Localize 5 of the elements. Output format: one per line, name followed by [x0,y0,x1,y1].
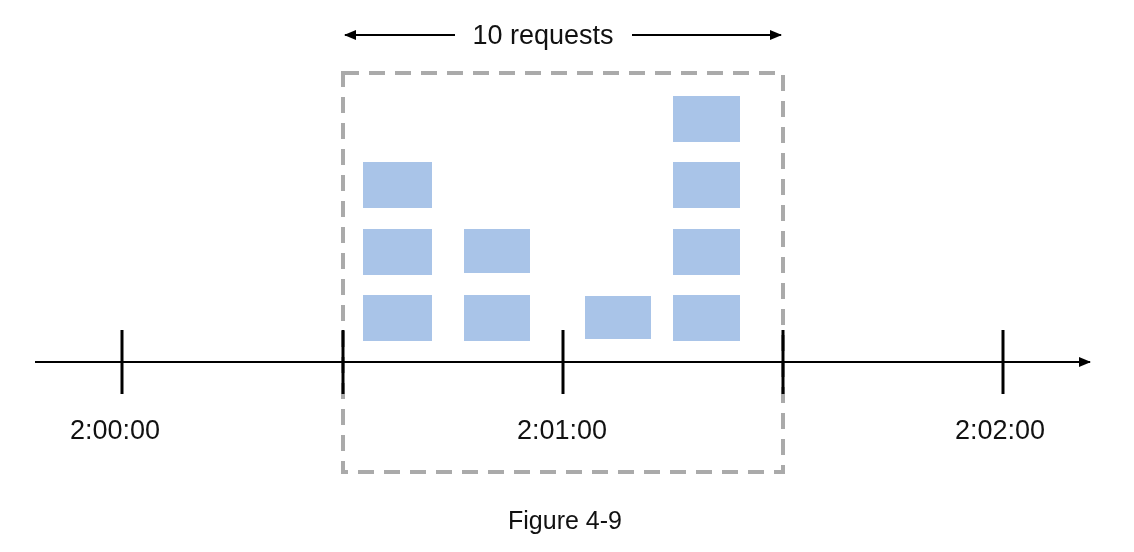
dimension-label: 10 requests [472,19,614,51]
time-label: 2:02:00 [954,414,1046,446]
time-label: 2:00:00 [69,414,161,446]
figure-caption: Figure 4-9 [508,505,622,535]
time-label: 2:01:00 [516,414,608,446]
